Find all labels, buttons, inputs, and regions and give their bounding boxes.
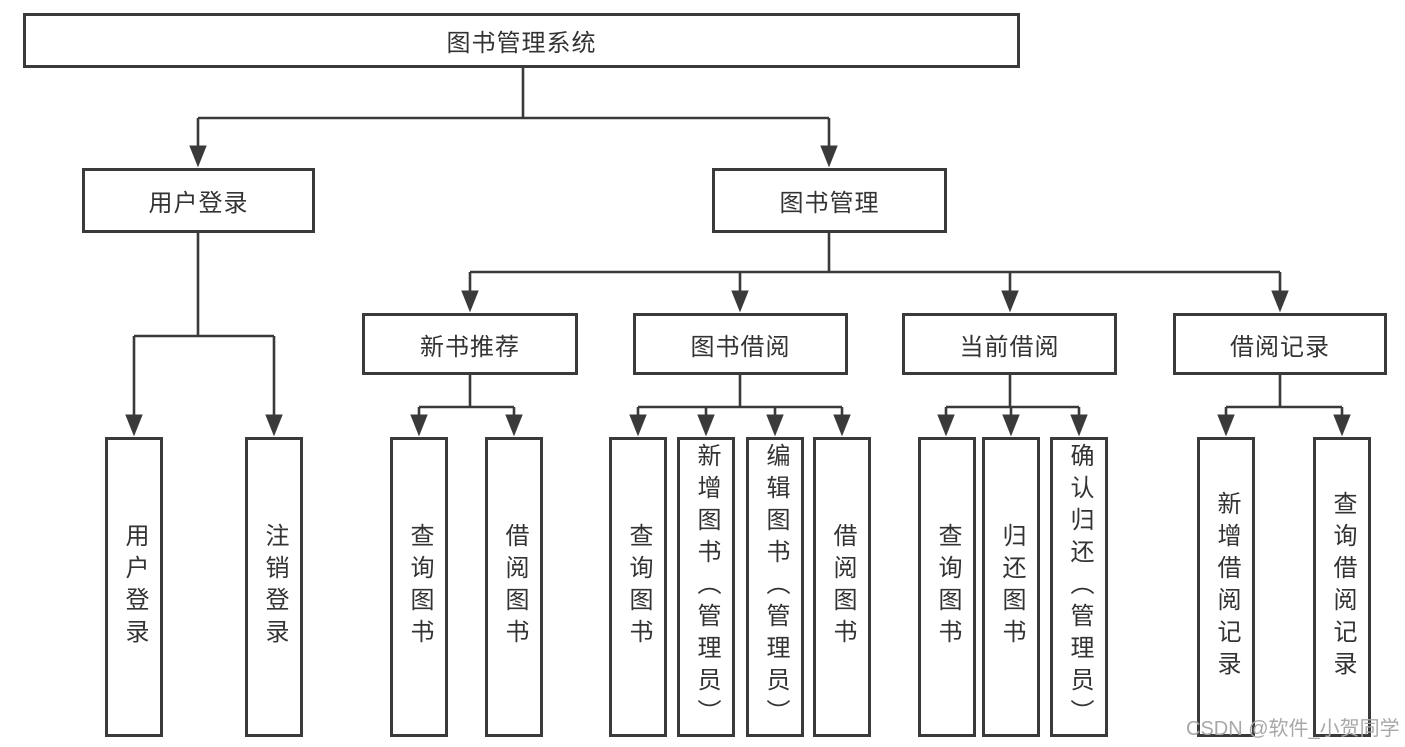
node-label: 编辑图书（管理员）	[762, 443, 789, 731]
node-library-management-system: 图书管理系统	[23, 13, 1020, 68]
leaf-add-borrow-record: 新增借阅记录	[1197, 437, 1255, 737]
node-book-management: 图书管理	[712, 168, 947, 233]
leaf-query-borrow-record: 查询借阅记录	[1313, 437, 1371, 737]
node-current-borrow: 当前借阅	[902, 313, 1117, 375]
node-label: 新书推荐	[420, 333, 520, 361]
node-label: 注销登录	[261, 523, 288, 651]
node-label: 新增借阅记录	[1213, 491, 1240, 683]
node-label: 确认归还（管理员）	[1066, 443, 1093, 731]
node-label: 归还图书	[998, 523, 1025, 651]
node-label: 用户登录	[148, 190, 249, 217]
node-label: 图书管理系统	[446, 30, 597, 57]
node-label: 当前借阅	[959, 333, 1060, 361]
node-label: 图书管理	[779, 190, 880, 217]
node-label: 查询借阅记录	[1329, 491, 1356, 683]
leaf-query-books-recommend: 查询图书	[390, 437, 448, 737]
node-new-book-recommend: 新书推荐	[362, 313, 578, 375]
leaf-confirm-return-admin: 确认归还（管理员）	[1050, 437, 1108, 737]
leaf-logout: 注销登录	[245, 437, 303, 737]
node-label: 用户登录	[121, 523, 148, 651]
node-label: 借阅图书	[501, 523, 528, 651]
node-label: 借阅图书	[829, 523, 856, 651]
leaf-borrow-books-recommend: 借阅图书	[485, 437, 543, 737]
node-user-login: 用户登录	[82, 168, 315, 233]
node-label: 查询图书	[406, 523, 433, 651]
leaf-borrow-books: 借阅图书	[813, 437, 871, 737]
node-book-borrow: 图书借阅	[633, 313, 848, 375]
node-label: 新增图书（管理员）	[693, 443, 720, 731]
leaf-query-books-current: 查询图书	[918, 437, 976, 737]
node-label: 图书借阅	[690, 333, 791, 361]
csdn-watermark: CSDN @软件_小贺同学	[1186, 718, 1400, 740]
node-borrow-records: 借阅记录	[1173, 313, 1387, 375]
node-label: 借阅记录	[1230, 333, 1330, 361]
leaf-return-books: 归还图书	[982, 437, 1040, 737]
node-label: 查询图书	[934, 523, 961, 651]
leaf-query-books-borrow: 查询图书	[609, 437, 667, 737]
leaf-add-books-admin: 新增图书（管理员）	[677, 437, 735, 737]
leaf-edit-books-admin: 编辑图书（管理员）	[746, 437, 804, 737]
node-label: 查询图书	[625, 523, 652, 651]
leaf-user-login: 用户登录	[105, 437, 163, 737]
